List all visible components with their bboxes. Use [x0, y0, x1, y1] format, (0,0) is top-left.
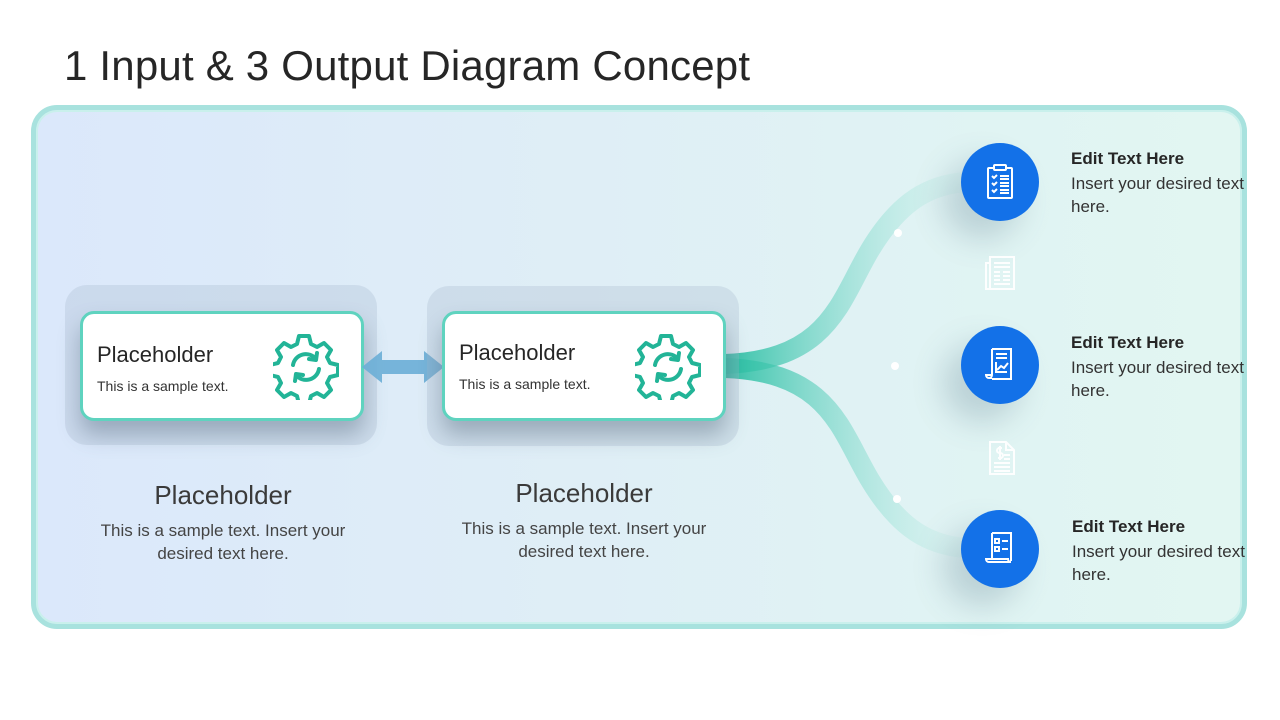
output-circle-2[interactable]: [961, 326, 1039, 404]
input-caption-2: Placeholder This is a sample text. Inser…: [454, 478, 714, 563]
gear-sync-icon: [273, 334, 339, 400]
caption-text: This is a sample text. Insert your desir…: [461, 519, 707, 561]
card-title: Placeholder: [97, 342, 214, 367]
output-text-1: Edit Text Here Insert your desired text …: [1071, 149, 1251, 218]
gear-sync-icon: [635, 334, 701, 400]
clipboard-checklist-icon: [987, 164, 1013, 199]
double-arrow-icon: [362, 351, 444, 383]
card-text: This is a sample text.: [97, 378, 229, 394]
card-text: This is a sample text.: [459, 376, 591, 392]
scroll-list-icon: [984, 532, 1012, 563]
input-caption-1: Placeholder This is a sample text. Inser…: [93, 480, 353, 565]
output-circle-1[interactable]: [961, 143, 1039, 221]
output-text-3: Edit Text Here Insert your desired text …: [1072, 517, 1252, 586]
caption-title: Placeholder: [515, 478, 653, 508]
input-card-2[interactable]: Placeholder This is a sample text.: [442, 311, 726, 421]
output-title: Edit Text Here: [1072, 517, 1186, 536]
output-title: Edit Text Here: [1071, 149, 1185, 168]
output-title: Edit Text Here: [1071, 333, 1185, 352]
output-circle-3[interactable]: [961, 510, 1039, 588]
input-card-1[interactable]: Placeholder This is a sample text.: [80, 311, 364, 421]
invoice-dollar-icon: [989, 441, 1015, 475]
newspaper-icon: [985, 256, 1015, 290]
card-title: Placeholder: [459, 340, 576, 365]
output-body: Insert your desired text here.: [1071, 174, 1244, 216]
output-text-2: Edit Text Here Insert your desired text …: [1071, 333, 1251, 402]
report-chart-icon: [984, 348, 1012, 380]
output-body: Insert your desired text here.: [1072, 542, 1245, 584]
slide-title: 1 Input & 3 Output Diagram Concept: [64, 42, 751, 89]
caption-text: This is a sample text. Insert your desir…: [100, 521, 346, 563]
output-body: Insert your desired text here.: [1071, 358, 1244, 400]
caption-title: Placeholder: [154, 480, 292, 510]
